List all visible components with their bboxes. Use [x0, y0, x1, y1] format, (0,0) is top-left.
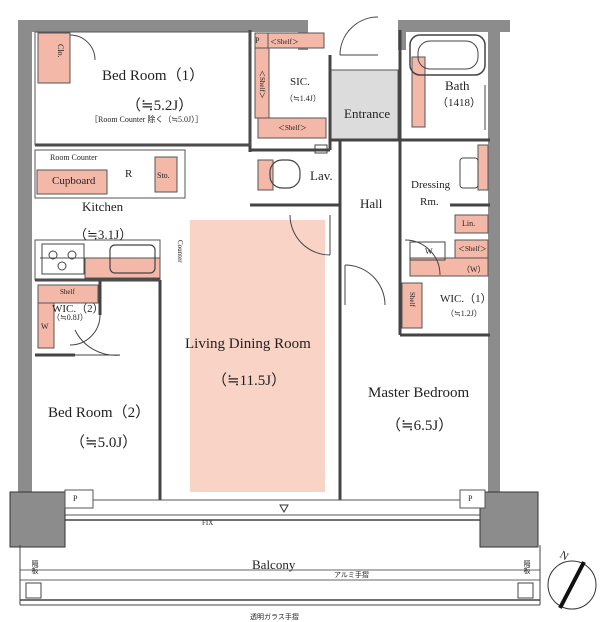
bed-room-1-label: Bed Room（1） [102, 68, 205, 84]
sic-shelf-top: ＜Shelf＞ [270, 38, 299, 46]
kitchen-size: （≒3.1J） [74, 227, 133, 242]
toilet [269, 144, 328, 189]
wash-basin [409, 157, 479, 261]
cupboard-label: Cupboard [52, 175, 96, 187]
linen-label: Lin. [462, 219, 476, 228]
bed-room-2-size: （≒5.0J） [70, 435, 138, 451]
wic-2-shelf-label: Shelf [60, 288, 75, 296]
glass-rail-label: 透明ガラス手摺 [250, 613, 299, 621]
bed-room-2-label: Bed Room（2） [48, 405, 151, 421]
bed-room-1-note: ［Room Counter 除く（≒5.0J）］ [90, 115, 204, 124]
aluminum-rail-label: アルミ手摺 [334, 571, 369, 579]
wic-1-label: WIC.（1） [440, 293, 492, 305]
hall-label: Hall [360, 196, 383, 211]
dressing-label-1: Dressing [411, 179, 451, 191]
sic-shelf-side: ＜Shelf＞ [258, 70, 266, 99]
outer-walls [18, 20, 510, 515]
living-room-size: （≒11.5J） [212, 373, 287, 389]
entrance-label: Entrance [344, 106, 391, 121]
lavatory-label: Lav. [310, 168, 333, 183]
room-counter-label: Room Counter [50, 153, 98, 162]
wic-2-size: （≒0.8J） [52, 313, 88, 322]
washer-label: W [425, 247, 433, 256]
balcony-p-right: P [468, 494, 473, 503]
storage-blocks [36, 32, 489, 349]
bath-label: Bath [445, 78, 470, 93]
compass-rose [547, 560, 597, 610]
balcony-p-left: P [73, 494, 78, 503]
refrigerator-label: R [125, 168, 133, 180]
balcony-structure [9, 489, 541, 606]
counter-label: Counter [176, 240, 184, 263]
partition-left: 隔板 [31, 560, 39, 574]
door-swings [69, 16, 441, 356]
wic-1-shelf-label: Shelf [408, 292, 416, 307]
balcony-label: Balcony [252, 557, 296, 572]
bed-room-1-size: （≒5.2J） [126, 98, 194, 114]
sic-size: （≒1.4J） [285, 94, 321, 103]
fix-label: FIX [202, 519, 214, 527]
wic-1-size: （≒1.2J） [446, 309, 482, 318]
wic-2-w-label: W [41, 322, 49, 331]
wic-1-w-label: （W） [462, 265, 486, 274]
living-room-label: Living Dining Room [185, 336, 311, 352]
kitchen-label: Kitchen [82, 199, 124, 214]
storage-label: Sto. [157, 171, 170, 180]
wic-2-label: WIC.（2） [52, 303, 104, 315]
bathtub [409, 34, 486, 76]
sic-shelf-bottom: ＜Shelf＞ [278, 124, 307, 132]
sic-label: SIC. [290, 76, 310, 88]
partition-right: 隔板 [523, 560, 531, 574]
closet-label: Clo. [56, 44, 65, 58]
sic-p-label: P [255, 36, 260, 45]
dressing-label-2: Rm. [420, 196, 439, 208]
bath-size: （1418） [437, 97, 481, 109]
wic-1-shelf-tag: ＜Shelf＞ [458, 245, 487, 253]
living-floor [190, 220, 325, 492]
entrance-floor [329, 69, 399, 141]
master-bedroom-size: （≒6.5J） [386, 418, 454, 434]
master-bedroom-label: Master Bedroom [368, 385, 470, 401]
kitchen-appliances [41, 243, 156, 275]
